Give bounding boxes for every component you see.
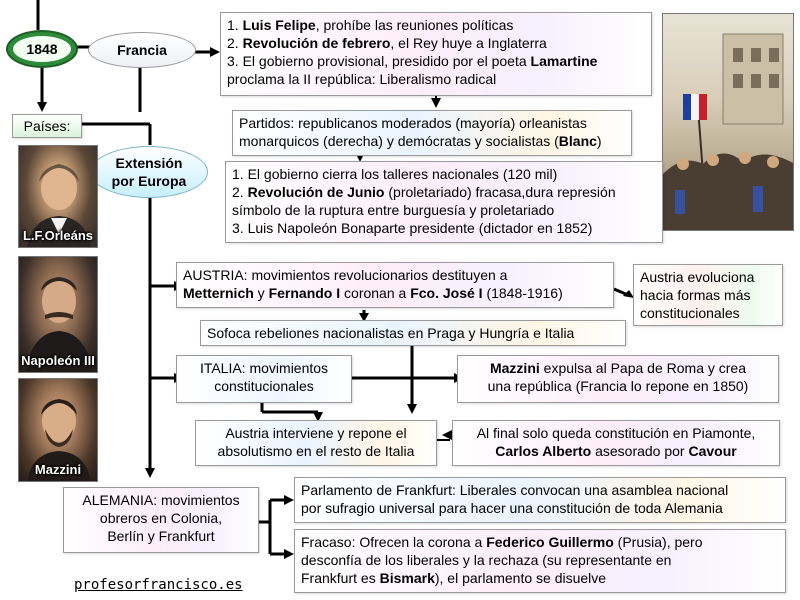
frankfurt-line-1: Parlamento de Frankfurt: Liberales convo… [301,482,729,498]
extension-oval: Extensión por Europa [90,146,208,198]
piamonte-box: Al final solo queda constitución en Piam… [452,420,780,466]
piamonte-line-1: Al final solo queda constitución en Piam… [476,425,756,441]
gobierno-line-1: 1. El gobierno cierra los talleres nacio… [232,166,558,182]
extension-line-2: por Europa [111,173,187,189]
austria-evol-box: Austria evoluciona hacia formas más cons… [633,264,783,326]
piamonte-line-2: Carlos Alberto asesorado por Cavour [495,443,737,459]
frankfurt-box: Parlamento de Frankfurt: Liberales convo… [294,477,786,523]
mazzini-line-2: una república (Francia lo repone en 1850… [487,378,749,394]
gobierno-box: 1. El gobierno cierra los talleres nacio… [225,161,663,243]
francia-line-3: 3. El gobierno provisional, presidido po… [227,53,598,69]
austria-box: AUSTRIA: movimientos revolucionarios des… [176,262,614,308]
austria-evol-line-1: Austria evoluciona [640,269,755,285]
francia-label: Francia [117,42,167,58]
napoleon-figure [25,277,93,372]
partidos-line-2: monarquicos (derecha) y demócratas y soc… [239,133,602,149]
fracaso-line-2: desconfía de los liberales y la rechaza … [301,552,672,568]
mazzini-figure [27,399,91,481]
mazzini-box: Mazzini expulsa al Papa de Roma y crea u… [457,355,779,403]
francia-oval: Francia [88,32,196,68]
gobierno-line-2: 2. Revolución de Junio (proletariado) fr… [232,184,616,200]
partidos-line-1: Partidos: republicanos moderados (mayorí… [239,115,587,131]
sofoca-line: Sofoca rebeliones nacionalistas en Praga… [207,325,575,341]
austria-interviene-line-1: Austria interviene y repone el [225,425,407,441]
austria-line-2: Metternich y Fernando I coronan a Fco. J… [183,285,563,301]
fracaso-line-1: Fracaso: Ofrecen la corona a Federico Gu… [301,534,703,550]
francia-line-1: 1. Luis Felipe, prohíbe las reuniones po… [227,17,514,33]
paises-box: Países: [12,114,82,138]
austria-line-1: AUSTRIA: movimientos revolucionarios des… [183,267,508,283]
gobierno-line-4: 3. Luis Napoleón Bonaparte presidente (d… [232,220,593,236]
mazzini-line-1: Mazzini expulsa al Papa de Roma y crea [489,360,746,376]
year-oval: 1848 [6,30,78,68]
italia-box: ITALIA: movimientos constitucionales [176,355,352,403]
alemania-line-3: Berlín y Frankfurt [107,528,215,544]
extension-line-1: Extensión [115,155,183,171]
alemania-line-2: obreros en Colonia, [99,510,223,526]
frankfurt-line-2: por sufragio universal para hacer una co… [301,500,723,516]
orleans-figure [27,164,91,247]
mazzini-name: Mazzini [34,462,82,477]
portrait-mazzini: Mazzini [18,378,98,482]
partidos-box: Partidos: republicanos moderados (mayorí… [232,110,632,156]
austria-interviene-line-2: absolutismo en el resto de Italia [217,443,415,459]
portrait-napoleon: Napoleón III [18,256,98,373]
sofoca-box: Sofoca rebeliones nacionalistas en Praga… [200,320,626,346]
italia-line-2: constitucionales [214,378,314,394]
gobierno-line-3: símbolo de la ruptura entre burguesía y … [232,202,555,218]
francia-detail-box: 1. Luis Felipe, prohíbe las reuniones po… [220,12,652,96]
italia-line-1: ITALIA: movimientos [199,360,329,376]
revolution-painting [662,13,794,231]
francia-line-2: 2. Revolución de febrero, el Rey huye a … [227,35,547,51]
paises-label: Países: [23,118,71,134]
revolution-scene [663,33,793,230]
portrait-orleans: L.F.Orleáns [18,145,98,248]
francia-line-4: proclama la II república: Liberalismo ra… [227,71,497,87]
alemania-line-1: ALEMANIA: movimientos [82,492,240,508]
alemania-box: ALEMANIA: movimientos obreros en Colonia… [63,487,259,553]
year-label: 1848 [13,36,71,62]
austria-evol-line-2: hacia formas más [640,287,751,303]
fracaso-line-3: Frankfurt es Bismark), el parlamento se … [301,570,607,586]
footer-link[interactable]: profesorfrancisco.es [74,577,243,593]
austria-interviene-box: Austria interviene y repone el absolutis… [195,420,437,466]
austria-evol-line-3: constitucionales [640,305,740,321]
fracaso-box: Fracaso: Ofrecen la corona a Federico Gu… [294,529,786,593]
napoleon-name: Napoleón III [21,353,95,368]
orleans-name: L.F.Orleáns [22,228,94,243]
